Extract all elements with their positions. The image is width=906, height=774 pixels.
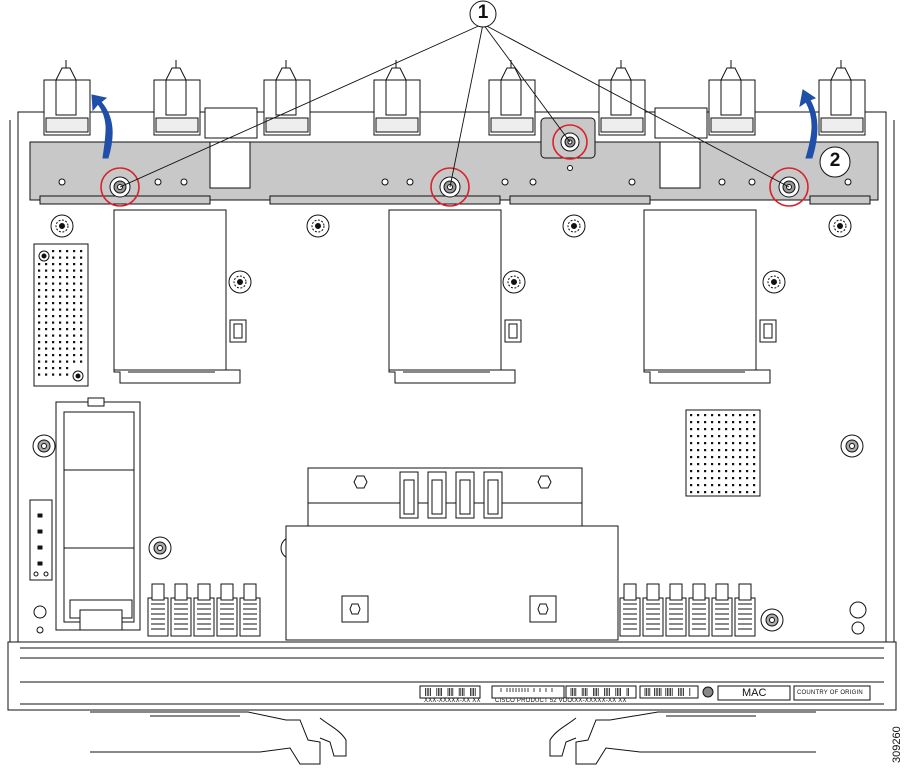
figure-id: 309260: [891, 726, 903, 763]
heatsink-clips: [399, 471, 503, 519]
ejector-levers: [90, 711, 816, 765]
screw-center: [430, 167, 470, 207]
product-label: CISCO PRODUCT 52 VDC: [495, 698, 572, 704]
callout-2-label: 2: [829, 150, 841, 171]
top-connectors: [43, 59, 866, 139]
right-chip: [685, 409, 761, 497]
standoffs: [50, 214, 852, 294]
left-chip-dots: [38, 250, 83, 376]
captive-screws: [100, 124, 809, 207]
barcode-code-1: XXX-XXXXX-XX XX: [424, 698, 481, 704]
barcode-marks: [425, 688, 691, 696]
barcode-code-2: XXX-XXXXX-XX XX: [570, 698, 627, 704]
callout-leaders: [119, 23, 790, 188]
front-connectors: [147, 583, 756, 637]
screw-top: [552, 124, 588, 160]
memory-bays: [113, 209, 777, 384]
heatsink: [285, 467, 619, 641]
country-of-origin-label: COUNTRY OF ORIGIN: [797, 690, 863, 696]
lift-arrows: [91, 89, 818, 159]
callout-2-bubble: [819, 146, 851, 178]
arrow-right-icon: [799, 89, 818, 159]
plate-holes: [58, 165, 852, 186]
mounting-bolts: [32, 434, 864, 632]
led-strip: [29, 499, 53, 634]
arrow-left-icon: [91, 94, 113, 159]
mac-label: MAC: [742, 687, 767, 699]
storage-slot: [55, 397, 141, 631]
front-panel: [7, 641, 897, 711]
callout-1-bubble: [469, 0, 497, 28]
callout-1-label: 1: [477, 2, 489, 23]
right-chip-dots: [690, 414, 756, 494]
